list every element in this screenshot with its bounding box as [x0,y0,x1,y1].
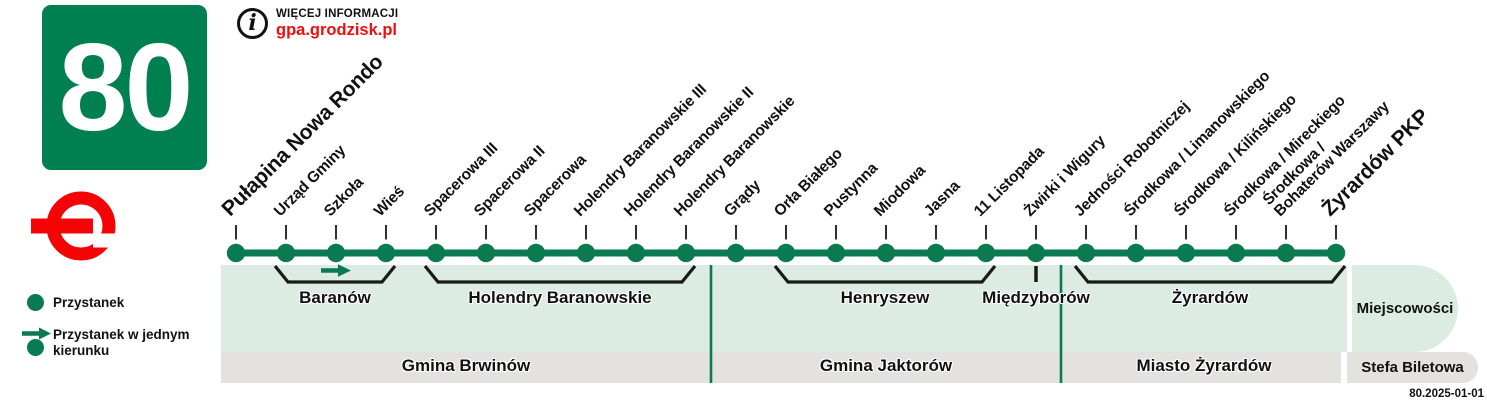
one-direction-arrow-icon [338,264,351,277]
locality-bracket [423,264,697,284]
ticket-zone-side-label: Stefa Biletowa [1361,359,1464,376]
timetable-date-code: 80.2025-01-01 [1409,388,1484,400]
info-block: i WIĘCEJ INFORMACJI gpa.grodzisk.pl [237,8,398,40]
one-direction-stop-dot-icon [26,338,44,356]
gpa-operator-logo [31,191,119,261]
locality-bracket [773,264,997,284]
stop-dot [1076,243,1096,263]
ticket-zone-band [221,352,1341,383]
info-heading: WIĘCEJ INFORMACJI [276,8,399,20]
zone-divider [1059,265,1063,383]
stop-dot [1276,243,1296,263]
route-number-badge: 80 [42,5,207,170]
stop-dot [1226,243,1246,263]
stop-dot [576,243,596,263]
stop-dot [526,243,546,263]
stop-dot [226,243,246,263]
legend-one-direction-label-line2: kierunku [53,342,110,358]
stop-dot [1176,243,1196,263]
stop-dot [826,243,846,263]
stop-dot [476,243,496,263]
zone-divider [709,265,713,383]
stop-dot [676,243,696,263]
stop-dot [1126,243,1146,263]
ticket-zone-side-box: Stefa Biletowa [1347,352,1478,383]
stop-dot [926,243,946,263]
stop-dot [326,243,346,263]
legend-stop-label: Przystanek [53,295,125,310]
localities-side-label: Miejscowości [1356,300,1454,317]
stop-dot [976,243,996,263]
stop-dot [726,243,746,263]
info-url-link[interactable]: gpa.grodzisk.pl [276,21,398,39]
stop-dot [426,243,446,263]
info-icon: i [237,8,268,39]
stop-dot [376,243,396,263]
locality-bracket [1073,264,1347,284]
route-number: 80 [58,18,194,157]
localities-side-box: Miejscowości [1352,265,1458,352]
stop-dot [876,243,896,263]
legend-one-direction-label-line1: Przystanek w jednym [53,327,190,342]
one-direction-arrow-icon [22,327,51,340]
stop-dot [626,243,646,263]
stop-dot [1326,243,1346,263]
stop-dot [776,243,796,263]
locality-bracket [273,264,397,284]
stop-dot [1026,243,1046,263]
stop-dot-icon [26,293,44,311]
stop-dot [276,243,296,263]
